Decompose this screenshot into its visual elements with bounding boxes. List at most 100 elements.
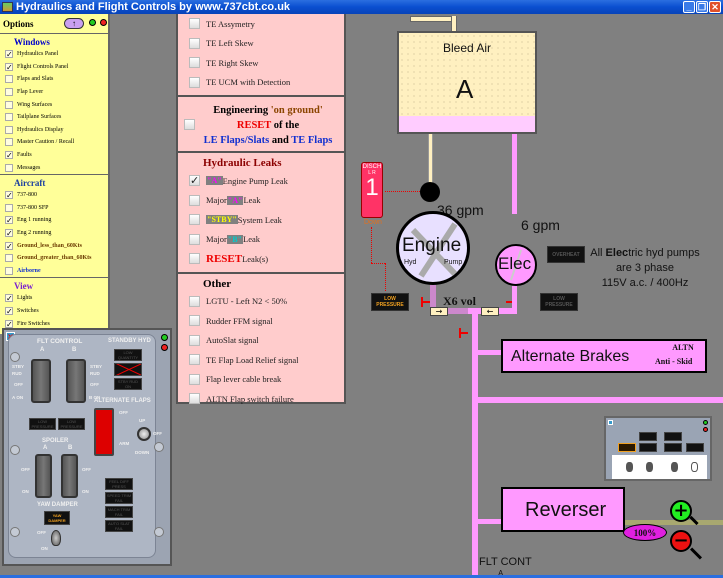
option-checkbox[interactable]	[5, 254, 13, 263]
mini-hydraulics-panel[interactable]	[604, 416, 712, 481]
option-item[interactable]: Airborne	[0, 265, 108, 278]
option-label: Hydraulics Panel	[17, 51, 59, 58]
close-button[interactable]: ✕	[709, 1, 721, 13]
fault-checkbox[interactable]	[189, 373, 200, 385]
fault-checkbox[interactable]	[189, 295, 200, 307]
leak-checkbox[interactable]	[189, 194, 200, 206]
option-checkbox[interactable]: ✓	[5, 241, 13, 251]
option-item[interactable]: ✓Faults	[0, 149, 108, 162]
option-checkbox[interactable]: ✓	[5, 319, 13, 329]
option-item[interactable]: ✓ Flight Controls Panel	[0, 61, 108, 74]
fault-checkbox[interactable]	[189, 76, 200, 88]
fault-checkbox[interactable]	[189, 18, 200, 30]
fire-handle[interactable]: DISCH L R 1	[361, 162, 383, 218]
fault-checkbox[interactable]	[189, 354, 200, 366]
zoom-out-button[interactable]: −	[670, 530, 692, 552]
zoom-out-icon[interactable]	[100, 19, 107, 26]
option-checkbox[interactable]: ✓	[5, 151, 13, 161]
option-checkbox[interactable]	[5, 266, 13, 275]
option-item[interactable]: Flap Lever	[0, 86, 108, 99]
zoom-in-icon[interactable]	[89, 19, 96, 26]
leak-item[interactable]: Major "B" Leak	[178, 230, 344, 250]
leak-item[interactable]: "STBY" System Leak	[178, 210, 344, 230]
option-item[interactable]: Wing Surfaces	[0, 98, 108, 111]
fault-item[interactable]: LGTU - Left N2 < 50%	[178, 292, 344, 312]
reset-leaks-item[interactable]: RESET Leak(s)	[178, 249, 344, 269]
flt-control-a-switch[interactable]	[31, 359, 51, 403]
option-checkbox[interactable]: ✓	[5, 294, 13, 304]
option-item[interactable]: ✓ Hydraulics Panel	[0, 48, 108, 61]
fault-item[interactable]: TE UCM with Detection	[178, 73, 344, 93]
mini-pump-switch-4[interactable]	[691, 462, 698, 472]
spoiler-b-switch[interactable]	[61, 454, 78, 498]
option-label: Ground_greater_than_60Kts	[17, 255, 92, 262]
reset-leaks-checkbox[interactable]	[189, 253, 200, 265]
option-checkbox[interactable]: ✓	[5, 216, 13, 226]
fault-checkbox[interactable]	[189, 37, 200, 49]
fault-item[interactable]: TE Assymetry	[178, 14, 344, 34]
option-item[interactable]: Master Caution / Recall	[0, 136, 108, 149]
minimize-button[interactable]: _	[683, 1, 695, 13]
option-item[interactable]: 737-800 SFP	[0, 202, 108, 215]
option-checkbox[interactable]: ✓	[5, 50, 13, 60]
leak-item[interactable]: Major "A" Leak	[178, 191, 344, 211]
option-item[interactable]: ✓Ground_less_than_60Kts	[0, 239, 108, 252]
option-item[interactable]: Hydraulics Display	[0, 124, 108, 137]
option-checkbox[interactable]	[5, 203, 13, 212]
mini-pump-switch-3[interactable]	[671, 462, 678, 472]
fault-checkbox[interactable]	[189, 57, 200, 69]
zoom-in-button[interactable]: +	[670, 500, 692, 522]
fault-checkbox[interactable]	[189, 315, 200, 327]
mini-pump-switch-1[interactable]	[626, 462, 633, 472]
fault-item[interactable]: Rudder FFM signal	[178, 311, 344, 331]
option-item[interactable]: ✓Eng 2 running	[0, 227, 108, 240]
option-item[interactable]: Flaps and Slats	[0, 73, 108, 86]
alternate-flaps-position-switch[interactable]	[137, 427, 151, 441]
option-item[interactable]: Ground_greater_than_60Kts	[0, 252, 108, 265]
restore-button[interactable]: ❐	[696, 1, 708, 13]
fault-item[interactable]: AutoSlat signal	[178, 331, 344, 351]
option-item[interactable]: ✓Fire Switches	[0, 317, 108, 330]
option-checkbox[interactable]: ✓	[5, 229, 13, 239]
option-item[interactable]: ✓Lights	[0, 292, 108, 305]
panel-zoom-in-icon[interactable]	[161, 334, 168, 341]
option-checkbox[interactable]	[5, 113, 13, 122]
panel-zoom-out-icon[interactable]	[161, 344, 168, 351]
option-checkbox[interactable]	[5, 88, 13, 97]
option-checkbox[interactable]	[5, 125, 13, 134]
scroll-up-button[interactable]: ↑	[64, 18, 84, 29]
option-checkbox[interactable]: ✓	[5, 191, 13, 201]
leak-checkbox[interactable]	[189, 214, 200, 226]
mini-zoom-out-icon[interactable]	[703, 427, 708, 432]
option-checkbox[interactable]	[5, 100, 13, 109]
leak-checkbox[interactable]	[189, 233, 200, 245]
fault-item[interactable]: Flap lever cable break	[178, 370, 344, 390]
fault-item[interactable]: TE Right Skew	[178, 53, 344, 73]
option-checkbox[interactable]: ✓	[5, 306, 13, 316]
mini-zoom-in-icon[interactable]	[703, 420, 708, 425]
flt-control-b-switch[interactable]	[66, 359, 86, 403]
alternate-flaps-guard-switch[interactable]	[94, 408, 114, 456]
option-checkbox[interactable]	[5, 163, 13, 172]
fault-checkbox[interactable]	[189, 334, 200, 346]
option-item[interactable]: ✓Eng 1 running	[0, 214, 108, 227]
fault-checkbox[interactable]	[189, 393, 200, 405]
leak-checkbox[interactable]: ✓	[189, 174, 200, 188]
option-checkbox[interactable]: ✓	[5, 62, 13, 72]
leak-item[interactable]: ✓"A" Engine Pump Leak	[178, 171, 344, 191]
spoiler-a-switch[interactable]	[35, 454, 52, 498]
fault-item[interactable]: TE Left Skew	[178, 34, 344, 54]
fault-item[interactable]: ALTN Flap switch failure	[178, 389, 344, 409]
option-checkbox[interactable]	[5, 75, 13, 84]
mini-pump-switch-2[interactable]	[646, 462, 653, 472]
engineering-reset-checkbox[interactable]	[184, 119, 195, 130]
option-checkbox[interactable]	[5, 138, 13, 147]
option-label: Flight Controls Panel	[17, 63, 69, 70]
option-item[interactable]: ✓737-800	[0, 189, 108, 202]
fault-item[interactable]: TE Flap Load Relief signal	[178, 350, 344, 370]
mini-panel-close-icon[interactable]	[608, 420, 613, 425]
option-item[interactable]: Messages	[0, 161, 108, 174]
option-item[interactable]: Tailplane Surfaces	[0, 111, 108, 124]
option-item[interactable]: ✓Switches	[0, 305, 108, 318]
yaw-damper-toggle[interactable]	[51, 530, 61, 546]
